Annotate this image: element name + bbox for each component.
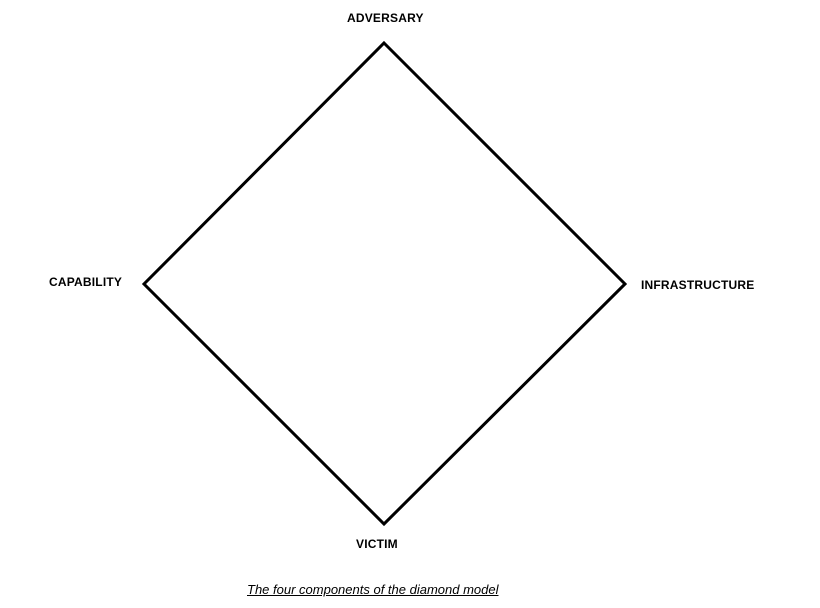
node-label-capability: CAPABILITY (49, 275, 123, 289)
figure-caption: The four components of the diamond model (247, 582, 499, 597)
node-label-victim: VICTIM (356, 537, 398, 551)
diamond-shape (141, 40, 628, 527)
node-label-infrastructure: INFRASTRUCTURE (641, 278, 755, 292)
node-label-adversary: ADVERSARY (347, 11, 424, 25)
